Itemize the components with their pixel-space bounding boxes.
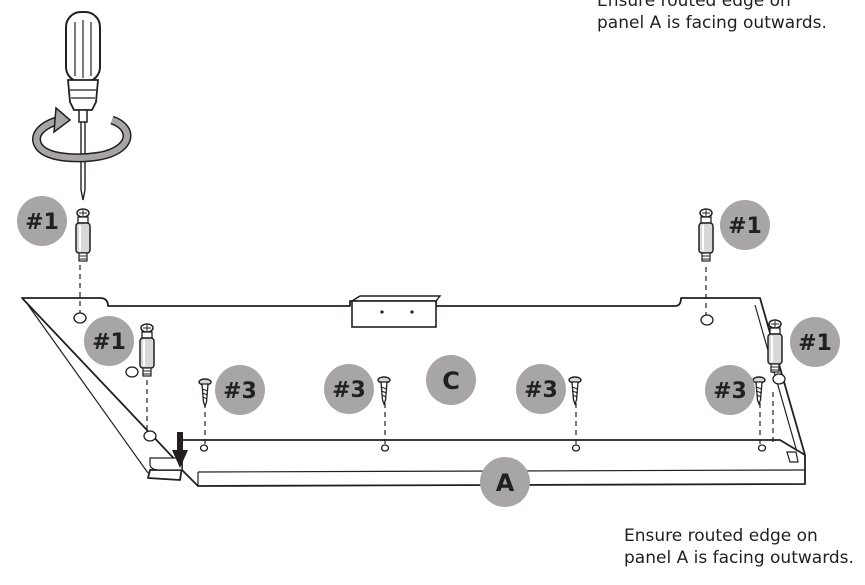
svg-text:#1: #1 xyxy=(798,331,832,356)
badge-cam-bolt: #1 xyxy=(790,317,840,367)
svg-text:#3: #3 xyxy=(332,378,366,403)
rotate-arrow-icon xyxy=(32,106,132,163)
badge-screw: #3 xyxy=(516,364,566,414)
svg-text:A: A xyxy=(496,469,515,497)
screwdriver-icon xyxy=(65,11,101,201)
cam-bolt-icon xyxy=(767,319,783,373)
svg-text:#1: #1 xyxy=(25,210,59,235)
svg-text:#1: #1 xyxy=(728,214,762,239)
note-line: Ensure routed edge on xyxy=(597,0,791,11)
panel-holes xyxy=(73,312,786,452)
svg-text:#1: #1 xyxy=(92,330,126,355)
badge-screw: #3 xyxy=(705,365,755,415)
badge-panel-c: C xyxy=(426,355,476,405)
badge-screw: #3 xyxy=(324,364,374,414)
badge-panel-a: A xyxy=(480,457,530,507)
svg-text:#3: #3 xyxy=(223,379,257,404)
down-arrow-icon xyxy=(172,432,188,468)
badge-screw: #3 xyxy=(215,365,265,415)
center-block xyxy=(349,295,442,328)
routed-edge-note-top: Ensure routed edge on panel A is facing … xyxy=(597,0,827,34)
note-line: panel A is facing outwards. xyxy=(597,13,827,33)
note-line: panel A is facing outwards. xyxy=(624,548,854,568)
svg-text:#3: #3 xyxy=(524,378,558,403)
note-line: Ensure routed edge on xyxy=(624,526,818,546)
badge-cam-bolt: #1 xyxy=(17,196,67,246)
routed-edge-note-bottom: Ensure routed edge on panel A is facing … xyxy=(624,525,854,569)
cam-bolt-icon xyxy=(75,208,91,262)
badge-cam-bolt: #1 xyxy=(720,200,770,250)
cam-bolt-icon xyxy=(698,208,714,262)
svg-text:#3: #3 xyxy=(713,379,747,404)
badge-cam-bolt: #1 xyxy=(84,316,134,366)
cam-bolt-icon xyxy=(139,323,155,377)
svg-text:C: C xyxy=(442,367,460,395)
